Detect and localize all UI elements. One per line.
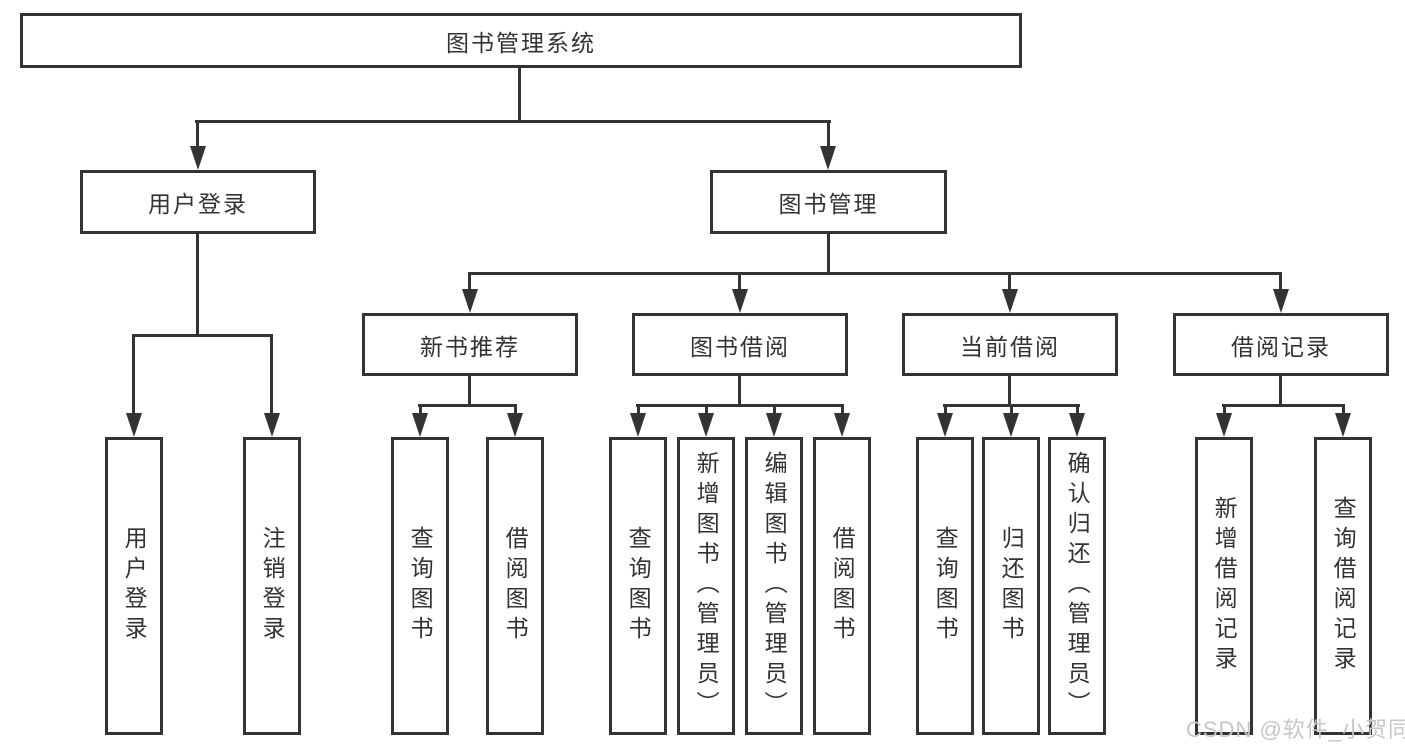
arrowhead-down-icon bbox=[630, 413, 646, 437]
connector-drop-book-borrow bbox=[738, 272, 741, 292]
connector-book-management-stem bbox=[827, 234, 830, 275]
arrowhead-down-icon bbox=[412, 413, 428, 437]
connector-drop-current-borrow bbox=[1008, 272, 1011, 292]
connector-drop-leaf bbox=[841, 404, 844, 416]
leaf-query-borrow-record: 查询借阅记录 bbox=[1314, 437, 1372, 735]
connector-drop-leaf bbox=[1076, 404, 1079, 416]
leaf-query-books-recommend: 查询图书 bbox=[391, 437, 449, 735]
connector-new-book-rail bbox=[418, 404, 517, 407]
connector-book-borrow-rail bbox=[636, 404, 844, 407]
arrowhead-down-icon bbox=[1002, 289, 1018, 313]
connector-drop-leaf bbox=[1010, 404, 1013, 416]
connector-root-stem bbox=[518, 68, 521, 122]
arrowhead-down-icon bbox=[834, 413, 850, 437]
connector-borrow-records-rail bbox=[1222, 404, 1345, 407]
arrowhead-down-icon bbox=[1216, 413, 1232, 437]
arrowhead-down-icon bbox=[507, 413, 523, 437]
connector-level3-rail bbox=[468, 272, 1282, 275]
connector-user-login-stem bbox=[196, 234, 199, 337]
connector-drop-leaf bbox=[773, 404, 776, 416]
arrowhead-down-icon bbox=[462, 289, 478, 313]
arrowhead-down-icon bbox=[820, 146, 836, 170]
arrowhead-down-icon bbox=[1335, 413, 1351, 437]
connector-drop-leaf bbox=[705, 404, 708, 416]
leaf-add-borrow-record: 新增借阅记录 bbox=[1195, 437, 1253, 735]
leaf-return-book: 归还图书 bbox=[982, 437, 1040, 735]
leaf-borrow-books-recommend: 借阅图书 bbox=[486, 437, 544, 735]
connector-drop-book-management bbox=[827, 120, 830, 148]
connector-drop-leaf bbox=[132, 334, 135, 416]
leaf-borrow-books: 借阅图书 bbox=[813, 437, 871, 735]
node-user-login: 用户登录 bbox=[80, 170, 316, 234]
connector-drop-leaf bbox=[419, 404, 422, 416]
leaf-user-login: 用户登录 bbox=[105, 437, 163, 735]
leaf-query-books-borrow: 查询图书 bbox=[609, 437, 667, 735]
arrowhead-down-icon bbox=[766, 413, 782, 437]
csdn-watermark: CSDN @软件_小贺同学 bbox=[1186, 717, 1405, 742]
arrowhead-down-icon bbox=[1069, 413, 1085, 437]
connector-drop-borrow-records bbox=[1279, 272, 1282, 292]
connector-drop-leaf bbox=[944, 404, 947, 416]
node-book-management: 图书管理 bbox=[710, 170, 947, 234]
connector-drop-leaf bbox=[637, 404, 640, 416]
connector-borrow-records-stem bbox=[1279, 376, 1282, 406]
node-book-borrow: 图书借阅 bbox=[632, 313, 848, 376]
arrowhead-down-icon bbox=[126, 413, 142, 437]
connector-book-borrow-stem bbox=[738, 376, 741, 406]
leaf-query-books-current: 查询图书 bbox=[916, 437, 974, 735]
connector-level2-rail bbox=[195, 120, 831, 123]
arrowhead-down-icon bbox=[1003, 413, 1019, 437]
leaf-confirm-return-admin: 确认归还（管理员） bbox=[1048, 437, 1106, 735]
node-current-borrow: 当前借阅 bbox=[902, 313, 1118, 376]
arrowhead-down-icon bbox=[732, 289, 748, 313]
connector-drop-leaf bbox=[1223, 404, 1226, 416]
node-new-book-recommend: 新书推荐 bbox=[362, 313, 578, 376]
connector-user-login-rail bbox=[132, 334, 273, 337]
leaf-logout: 注销登录 bbox=[243, 437, 301, 735]
connector-drop-new-book bbox=[468, 272, 471, 292]
arrowhead-down-icon bbox=[937, 413, 953, 437]
connector-drop-leaf bbox=[270, 334, 273, 416]
connector-drop-leaf bbox=[514, 404, 517, 416]
connector-drop-leaf bbox=[1342, 404, 1345, 416]
arrowhead-down-icon bbox=[698, 413, 714, 437]
connector-drop-user-login bbox=[196, 120, 199, 148]
arrowhead-down-icon bbox=[1273, 289, 1289, 313]
connector-new-book-stem bbox=[468, 376, 471, 406]
node-borrow-records: 借阅记录 bbox=[1173, 313, 1389, 376]
arrowhead-down-icon bbox=[264, 413, 280, 437]
node-root: 图书管理系统 bbox=[20, 13, 1022, 68]
leaf-add-book-admin: 新增图书（管理员） bbox=[677, 437, 735, 735]
connector-current-borrow-stem bbox=[1008, 376, 1011, 406]
arrowhead-down-icon bbox=[190, 146, 206, 170]
leaf-edit-book-admin: 编辑图书（管理员） bbox=[745, 437, 803, 735]
